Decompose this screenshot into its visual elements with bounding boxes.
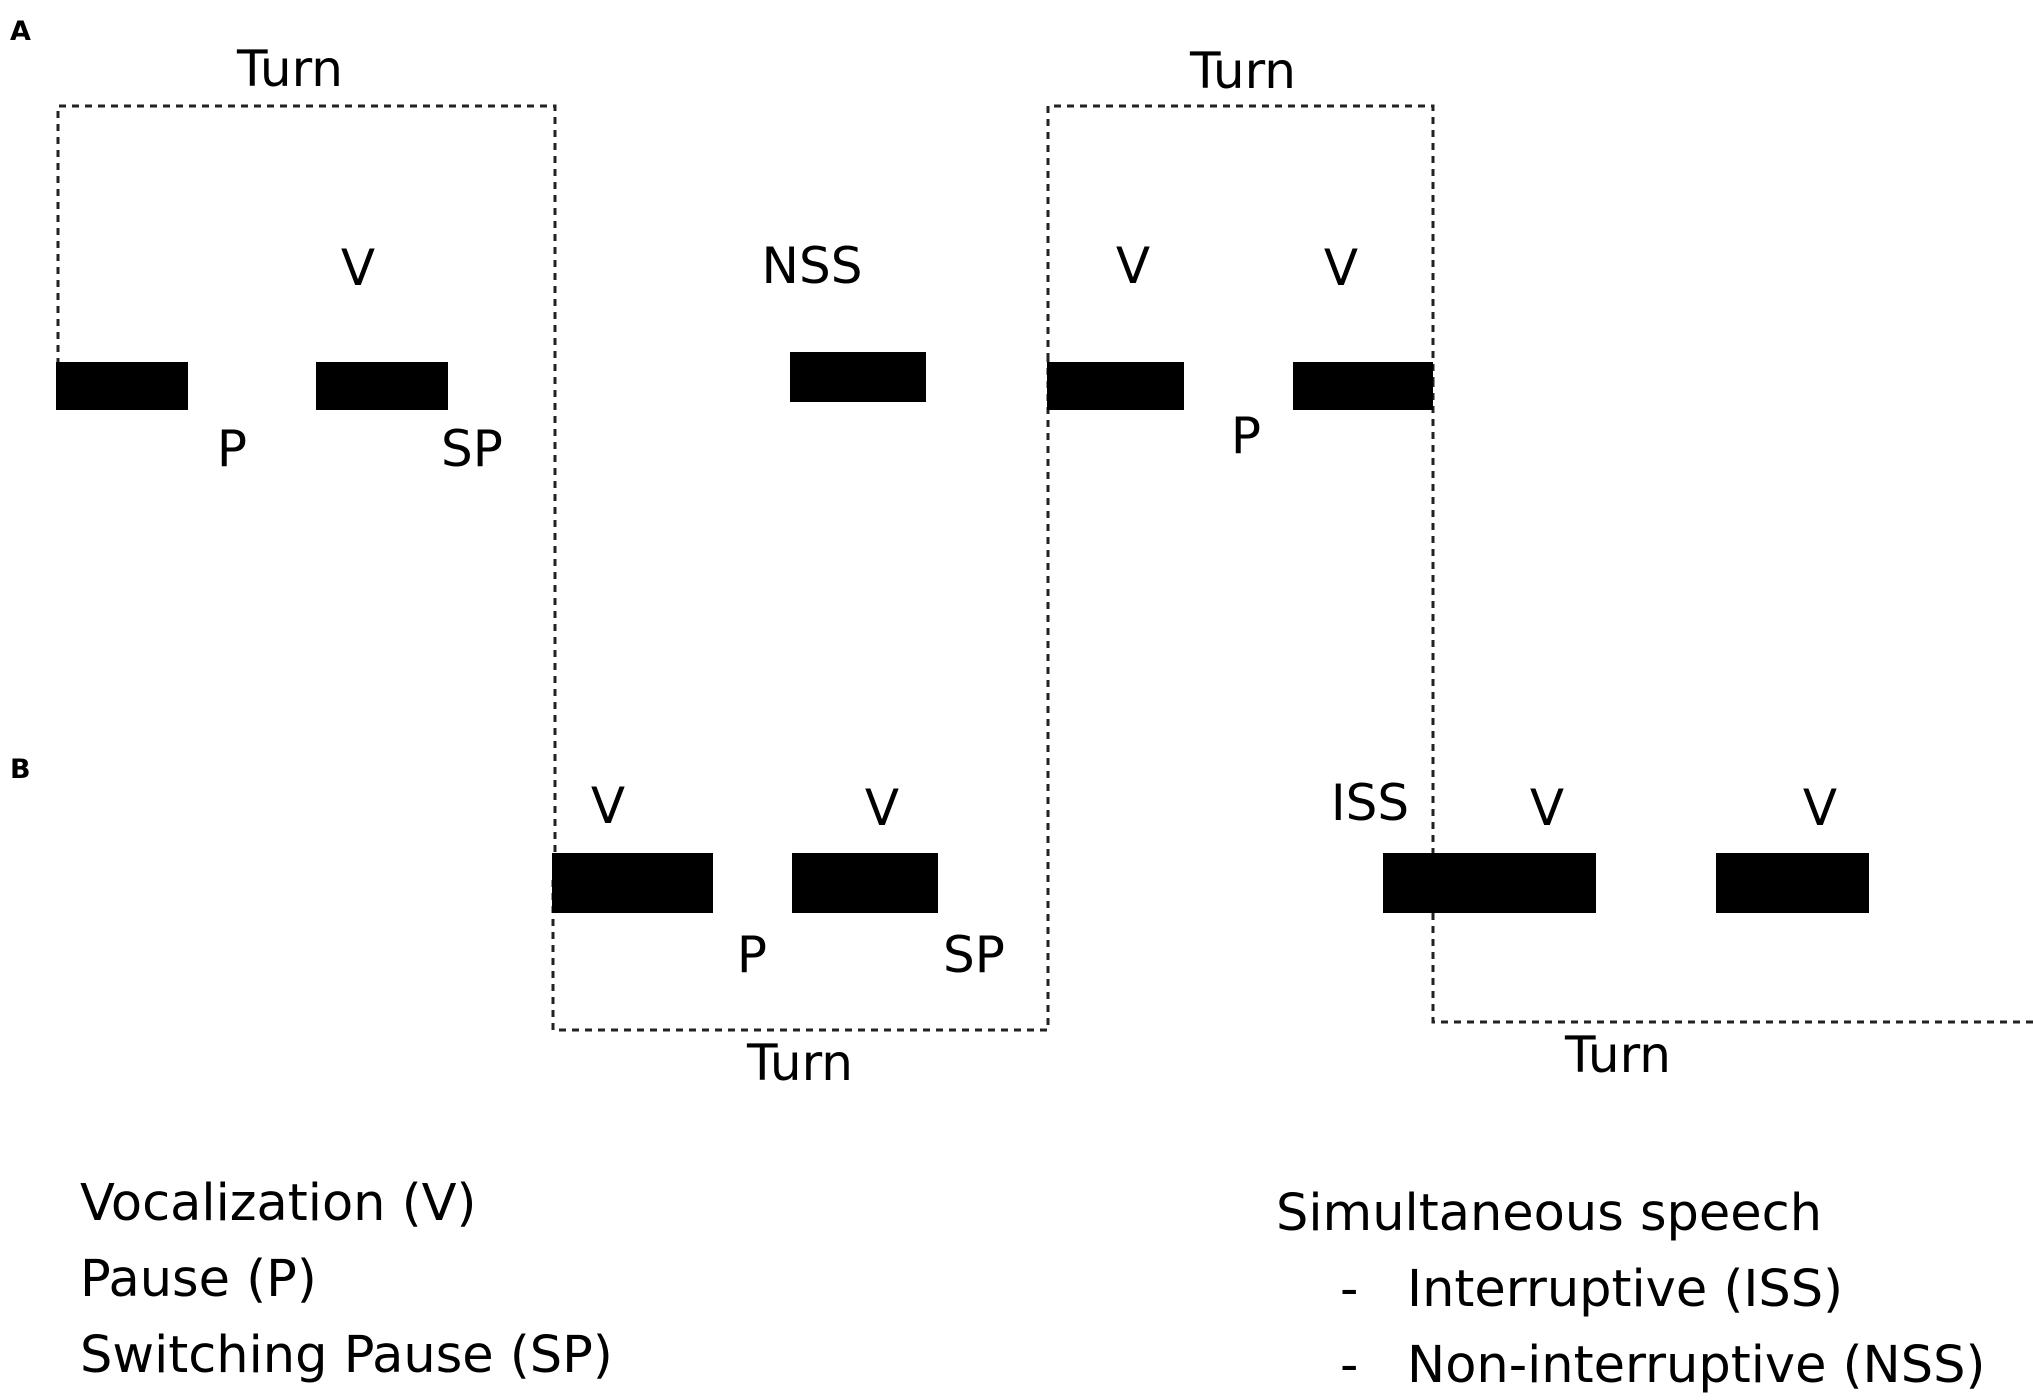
nss-label: NSS [762,237,863,295]
legend-vocalization: Vocalization (V) [80,1174,476,1233]
vocalization-bar-a2 [316,362,448,410]
turn-outline-speaker-b-2 [1431,380,2033,1024]
vocalization-bar-a3 [1047,362,1184,410]
iss-vocalization-bar-b3 [1383,853,1596,913]
vocalization-bar-b2 [792,853,938,913]
pause-label-a1: P [217,420,247,478]
v-label-a3: V [1116,237,1150,295]
v-label-b2: V [865,779,899,837]
turn-outline-speaker-a-2 [1046,104,1435,380]
panel-label-a: A [10,16,31,47]
legend-switching-pause: Switching Pause (SP) [80,1326,613,1385]
panel-label-b: B [10,754,31,785]
v-label-b4: V [1803,779,1837,837]
switching-pause-label-b1: SP [943,926,1005,984]
turn-label-b2: Turn [1564,1026,1671,1084]
vocalization-bar-b1 [552,853,713,913]
switching-pause-label-a1: SP [441,420,503,478]
vocalization-bar-a1 [56,362,188,410]
turn-label-a1: Turn [236,40,343,98]
pause-label-b1: P [737,926,767,984]
legend-interruptive: - Interruptive (ISS) [1340,1260,1843,1319]
turn-outline-speaker-a-1 [56,104,557,913]
nss-bar [790,352,926,402]
legend-simultaneous-title: Simultaneous speech [1276,1184,1822,1243]
legend-pause: Pause (P) [80,1250,317,1309]
v-label-b1: V [591,777,625,835]
pause-label-a2: P [1231,407,1261,465]
v-label-b3: V [1530,779,1564,837]
v-label-a4: V [1324,239,1358,297]
turn-label-b1: Turn [746,1034,853,1092]
turn-outline-speaker-b-1 [551,360,1050,1032]
iss-label: ISS [1331,774,1409,832]
vocalization-bar-a4 [1293,362,1433,410]
vocalization-bar-b4 [1716,853,1869,913]
legend-non-interruptive: - Non-interruptive (NSS) [1340,1336,1985,1395]
v-label-a2: V [341,239,375,297]
turn-label-a2: Turn [1189,42,1296,100]
